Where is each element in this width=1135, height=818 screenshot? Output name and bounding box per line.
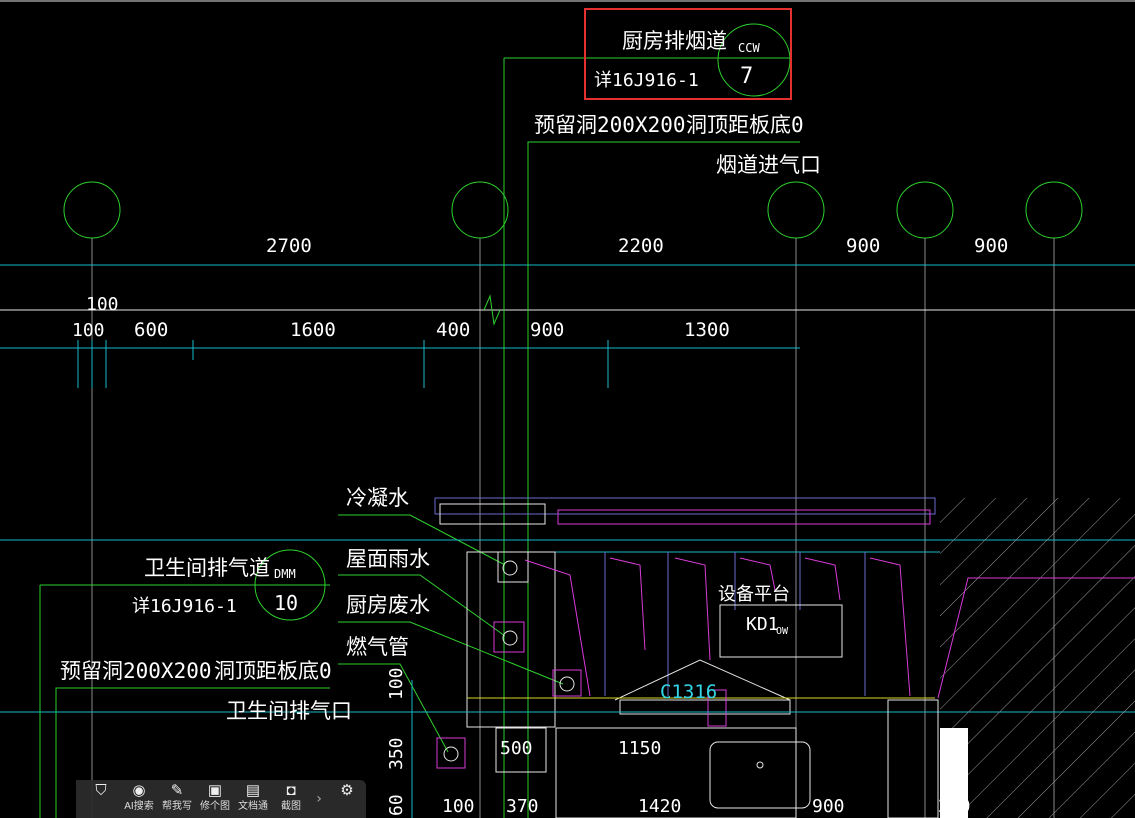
hole-leader-line bbox=[527, 141, 800, 818]
vent-symbol-num: 10 bbox=[274, 591, 298, 615]
kd1-label: KD1 bbox=[746, 614, 779, 635]
dim-label-vertical: 60 bbox=[386, 794, 407, 816]
white-wedge bbox=[940, 728, 968, 818]
dim-label: 400 bbox=[436, 319, 470, 341]
waste-pipe bbox=[559, 676, 575, 692]
louvers bbox=[524, 557, 911, 697]
dim-label: 2200 bbox=[618, 235, 664, 257]
ai-search-button[interactable]: ◉AI搜索 bbox=[124, 782, 154, 812]
dim-label: 1150 bbox=[618, 738, 661, 759]
dim-label: 1600 bbox=[290, 319, 336, 341]
dim-label: 900 bbox=[530, 319, 564, 341]
dim-label-vertical: 350 bbox=[386, 737, 407, 770]
vent-callout-title: 卫生间排气道 bbox=[144, 556, 270, 580]
hatched-area bbox=[940, 498, 1135, 818]
dim-label: 1300 bbox=[684, 319, 730, 341]
roof-edge bbox=[434, 497, 936, 515]
sink bbox=[709, 741, 811, 809]
axis-bubble bbox=[1025, 181, 1083, 239]
dim-label: 100 bbox=[442, 796, 475, 817]
rain-box bbox=[493, 621, 525, 653]
equipment-platform-box bbox=[719, 604, 843, 658]
parapet bbox=[439, 503, 546, 525]
doc-button[interactable]: ▤文档通 bbox=[238, 782, 268, 812]
axis-bubble bbox=[767, 181, 825, 239]
kd1-marker bbox=[707, 689, 727, 727]
axis-bubble bbox=[451, 181, 509, 239]
kitchen-waste-label: 厨房废水 bbox=[346, 593, 430, 617]
louver-guides bbox=[604, 552, 866, 696]
vent-symbol-top: DMM bbox=[274, 567, 296, 581]
write-icon: ✎ bbox=[170, 782, 184, 799]
sloped-roof bbox=[937, 577, 1135, 699]
rain-pipe bbox=[502, 630, 518, 646]
more-arrow-button[interactable]: › bbox=[314, 791, 324, 807]
axis-bubble bbox=[896, 181, 954, 239]
kitchen-room bbox=[555, 727, 797, 818]
reserved-hole-top: 预留洞200X200 bbox=[534, 113, 686, 137]
axis-bubble bbox=[63, 181, 121, 239]
dim-label: 900 bbox=[974, 235, 1008, 257]
equipment-platform-label: 设备平台 bbox=[718, 584, 790, 605]
flue-callout-title: 厨房排烟道 bbox=[622, 29, 727, 53]
flue-symbol-num: 7 bbox=[740, 64, 753, 89]
gas-leader bbox=[338, 663, 449, 753]
kd1-sub-label: OW bbox=[776, 626, 789, 637]
vent-callout-ref: 详16J916-1 bbox=[132, 596, 237, 617]
window-frame bbox=[619, 699, 791, 715]
write-button[interactable]: ✎帮我写 bbox=[162, 782, 192, 812]
condensate-leader bbox=[338, 514, 506, 566]
break-symbol bbox=[483, 294, 501, 326]
shaft-500-box bbox=[495, 727, 547, 773]
condensate-pipe bbox=[502, 560, 518, 576]
floating-toolbar: ⛉ ◉AI搜索 ✎帮我写 ▣修个图 ▤文档通 ◘截图 › ⚙ bbox=[76, 780, 366, 818]
sink-drain bbox=[756, 761, 764, 769]
shaft-box bbox=[497, 551, 529, 583]
gas-box bbox=[436, 737, 466, 769]
kitchen-waste-leader bbox=[338, 621, 564, 685]
dim-label: 500 bbox=[500, 738, 533, 759]
gas-pipe bbox=[443, 746, 459, 762]
edit-image-button[interactable]: ▣修个图 bbox=[200, 782, 230, 812]
condensate-label: 冷凝水 bbox=[346, 486, 409, 510]
dim-label: 250 bbox=[938, 796, 971, 817]
settings-button[interactable]: ⚙ bbox=[328, 780, 366, 818]
toilet-vent-outlet: 卫生间排气口 bbox=[226, 699, 352, 723]
hole-top-distance-top: 洞顶距板底0 bbox=[686, 113, 804, 137]
reserved-hole-left: 预留洞200X200 bbox=[60, 659, 212, 683]
document-icon: ▤ bbox=[245, 782, 261, 799]
dim-label: 2700 bbox=[266, 235, 312, 257]
gear-icon: ⚙ bbox=[340, 782, 354, 799]
dim-label: 370 bbox=[506, 796, 539, 817]
shield-button[interactable]: ⛉ bbox=[82, 780, 120, 818]
ai-search-icon: ◉ bbox=[132, 782, 146, 799]
window-tag: C1316 bbox=[660, 681, 717, 703]
camera-icon: ◘ bbox=[286, 782, 296, 799]
roof-rain-label: 屋面雨水 bbox=[346, 547, 430, 571]
waste-box bbox=[552, 669, 582, 697]
flue-inlet-note: 烟道进气口 bbox=[716, 153, 821, 177]
selection-highlight-box bbox=[584, 8, 792, 100]
flue-callout-ref: 详16J916-1 bbox=[594, 70, 699, 91]
dim-label: 1420 bbox=[638, 796, 681, 817]
shield-icon: ⛉ bbox=[95, 782, 107, 799]
screenshot-button[interactable]: ◘截图 bbox=[281, 782, 301, 812]
roof-rain-leader bbox=[338, 574, 506, 637]
dim-label: 100 bbox=[86, 294, 119, 315]
window-canopy bbox=[614, 659, 791, 701]
gas-pipe-label: 燃气管 bbox=[346, 635, 409, 659]
wall-column bbox=[887, 699, 939, 818]
hole-top-distance-left: 洞顶距板底0 bbox=[214, 659, 332, 683]
dim-label: 900 bbox=[846, 235, 880, 257]
vent-hole-leader bbox=[55, 687, 330, 818]
dim-label: 600 bbox=[134, 319, 168, 341]
roof-slats bbox=[557, 509, 931, 525]
dimension-ticks-row2 bbox=[77, 340, 609, 388]
dim-label-vertical: 100 bbox=[386, 667, 407, 700]
flue-symbol-top: CCW bbox=[738, 41, 760, 55]
dim-label: 100 bbox=[72, 320, 105, 341]
dim-label: 900 bbox=[812, 796, 845, 817]
image-icon: ▣ bbox=[207, 782, 223, 799]
